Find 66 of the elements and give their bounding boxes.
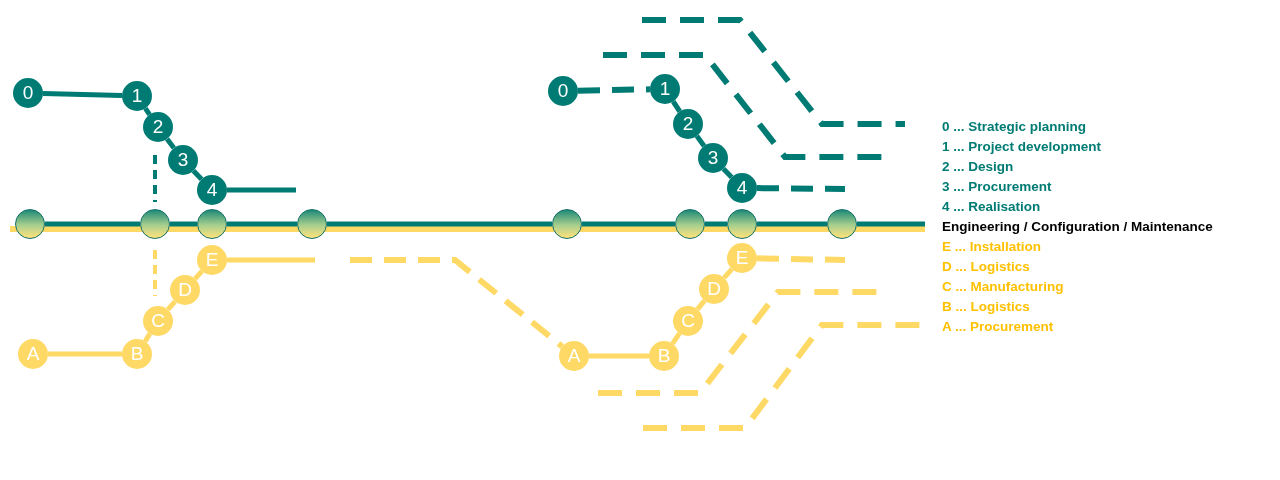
track-line bbox=[722, 267, 734, 280]
track-line bbox=[227, 257, 315, 263]
junction-circle bbox=[197, 209, 227, 239]
legend-text: C ... Manufacturing bbox=[942, 279, 1064, 294]
legend-text: 3 ... Procurement bbox=[942, 179, 1052, 194]
numbered-station: B bbox=[649, 341, 679, 371]
junction-circle bbox=[552, 209, 582, 239]
track-line bbox=[577, 86, 651, 94]
numbered-station: 0 bbox=[548, 76, 578, 106]
junction-circle bbox=[297, 209, 327, 239]
junction-circle bbox=[827, 209, 857, 239]
track-line bbox=[42, 90, 123, 99]
junction-circle bbox=[675, 209, 705, 239]
track-line bbox=[671, 100, 682, 113]
track-line bbox=[757, 221, 827, 227]
track-line bbox=[705, 221, 727, 227]
junction-circle bbox=[727, 209, 757, 239]
numbered-station: D bbox=[170, 275, 200, 305]
numbered-station: C bbox=[143, 306, 173, 336]
track-line bbox=[170, 221, 197, 227]
legend-text: B ... Logistics bbox=[942, 299, 1030, 314]
legend-text: 1 ... Project development bbox=[942, 139, 1102, 154]
track-line bbox=[48, 351, 122, 357]
track-line bbox=[582, 221, 675, 227]
track-line bbox=[166, 299, 177, 312]
numbered-station: 4 bbox=[197, 175, 227, 205]
numbered-station: B bbox=[122, 339, 152, 369]
numbered-station: 0 bbox=[13, 78, 43, 108]
junction-circle bbox=[15, 209, 45, 239]
track-line bbox=[694, 134, 707, 148]
track-line bbox=[695, 299, 707, 311]
legend-text: D ... Logistics bbox=[942, 259, 1030, 274]
numbered-station: 3 bbox=[168, 145, 198, 175]
numbered-station: E bbox=[727, 243, 757, 273]
numbered-station: 3 bbox=[698, 143, 728, 173]
numbered-station: D bbox=[699, 274, 729, 304]
track-line bbox=[670, 332, 682, 345]
track-line bbox=[327, 221, 552, 227]
legend-text: A ... Procurement bbox=[942, 319, 1054, 334]
legend-text: 4 ... Realisation bbox=[942, 199, 1041, 214]
numbered-station: E bbox=[197, 245, 227, 275]
track-line bbox=[227, 187, 296, 193]
numbered-station: 2 bbox=[143, 112, 173, 142]
numbered-station: C bbox=[673, 306, 703, 336]
track-line bbox=[191, 169, 204, 181]
legend-text: 0 ... Strategic planning bbox=[942, 119, 1087, 134]
track-line bbox=[193, 269, 204, 281]
track-line bbox=[756, 255, 846, 263]
numbered-station: 4 bbox=[727, 173, 757, 203]
numbered-station: 2 bbox=[673, 109, 703, 139]
track-line bbox=[350, 257, 565, 349]
numbered-station: A bbox=[559, 341, 589, 371]
legend-text: Engineering / Configuration / Maintenance bbox=[942, 219, 1213, 234]
numbered-station: A bbox=[18, 339, 48, 369]
numbered-station: 1 bbox=[122, 81, 152, 111]
track-line bbox=[721, 167, 734, 179]
track-line bbox=[756, 185, 846, 192]
numbered-station: 1 bbox=[650, 74, 680, 104]
junction-circle bbox=[140, 209, 170, 239]
track-line bbox=[227, 221, 297, 227]
legend-text: E ... Installation bbox=[942, 239, 1041, 254]
legend-text: 2 ... Design bbox=[942, 159, 1014, 174]
track-line bbox=[165, 137, 176, 150]
track-line bbox=[589, 353, 649, 359]
track-line bbox=[45, 221, 140, 227]
track-line bbox=[857, 221, 925, 227]
